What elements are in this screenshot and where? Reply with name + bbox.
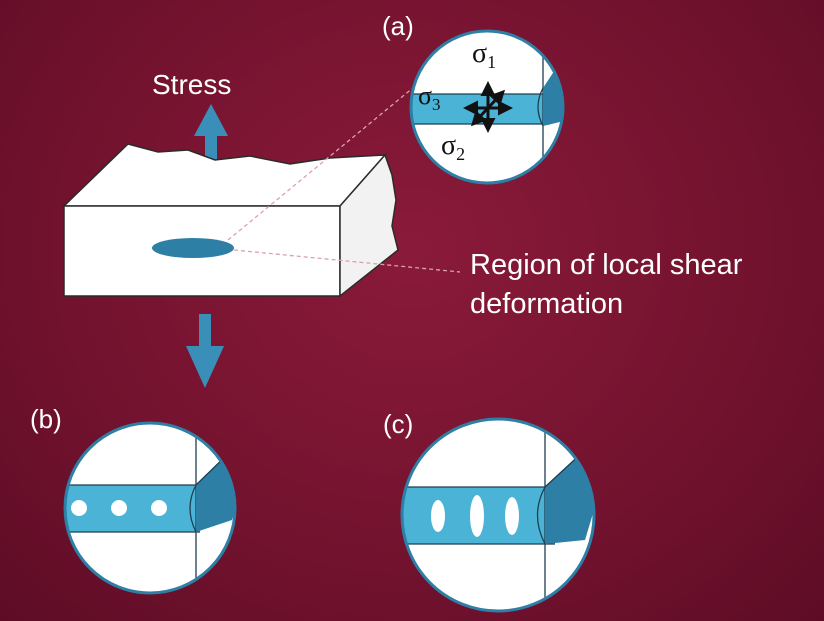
- principal-stress-arrows: [463, 81, 513, 133]
- panel-a-inset: σ1 σ3 σ2: [409, 29, 565, 185]
- shear-region-ellipse: [152, 238, 234, 258]
- region-label-line2: deformation: [470, 288, 624, 320]
- stress-arrow-down: [186, 314, 224, 388]
- stress-label: Stress: [152, 69, 232, 100]
- void-circle: [151, 500, 167, 516]
- void-circle: [71, 500, 87, 516]
- panel-b-label: (b): [30, 404, 62, 434]
- sigma-2-label: σ2: [441, 130, 465, 164]
- region-label-line1: Region of local shear: [470, 249, 743, 281]
- panel-c-inset: [400, 417, 596, 613]
- material-block: [62, 143, 399, 298]
- sigma-3-label: σ3: [418, 81, 441, 114]
- elongated-void: [431, 500, 445, 532]
- elongated-void: [505, 497, 519, 535]
- panel-c-label: (c): [383, 409, 414, 439]
- panel-a-label: (a): [382, 11, 414, 41]
- panel-b-inset: [63, 421, 237, 595]
- elongated-void: [470, 495, 484, 537]
- sigma-1-label: σ1: [472, 38, 496, 72]
- void-circle: [111, 500, 127, 516]
- leader-lines: [227, 77, 461, 273]
